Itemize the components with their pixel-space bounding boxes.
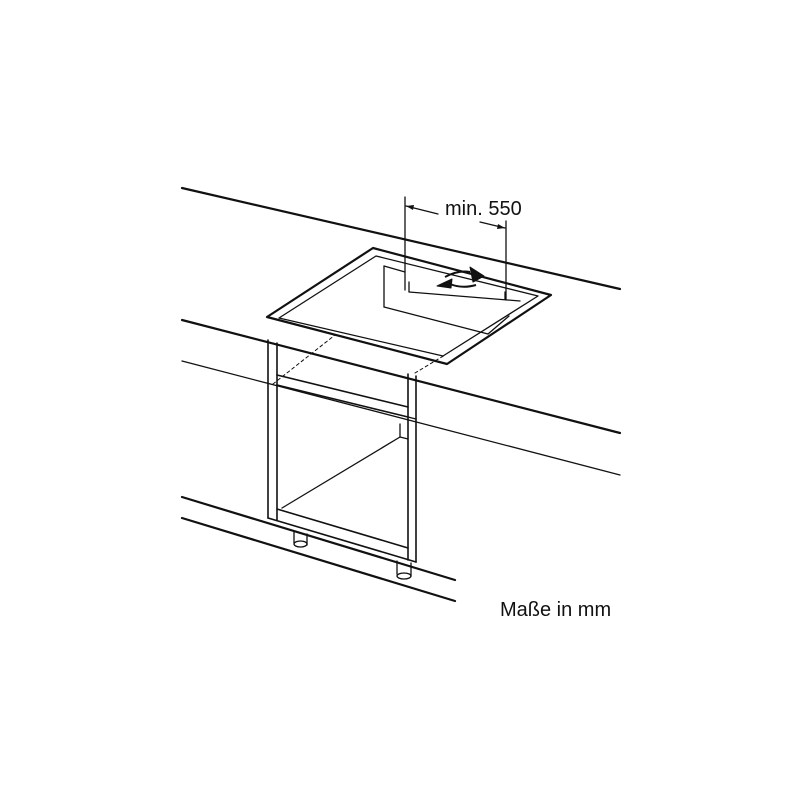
cabinet-feet: [293, 530, 412, 580]
countertop-cutout: [265, 246, 553, 366]
arrowhead-left: [406, 205, 414, 210]
countertop-back-edge: [180, 186, 622, 291]
plinth-top-edge: [180, 495, 457, 582]
countertop-front-bottom-edge: [181, 360, 621, 476]
airflow-arrows-icon: [436, 266, 485, 289]
base-cabinet: [267, 339, 417, 563]
countertop-front-top-edge: [180, 318, 622, 435]
plinth-bottom-edge: [180, 516, 457, 603]
arrowhead-right: [497, 224, 505, 229]
cabinet-foot-right: [396, 560, 412, 580]
units-note: Maße in mm: [500, 599, 612, 621]
cabinet-foot-left: [293, 530, 308, 548]
cutout-recess: [383, 265, 521, 335]
dimension-label: min. 550: [445, 198, 522, 220]
cutout-outer-rim: [265, 246, 553, 366]
dimension-arrowheads: [406, 205, 505, 229]
plinth: [180, 495, 457, 603]
countertop: [180, 186, 622, 476]
cutout-inner-rim: [278, 255, 539, 357]
hidden-edge-lines: [272, 334, 446, 385]
